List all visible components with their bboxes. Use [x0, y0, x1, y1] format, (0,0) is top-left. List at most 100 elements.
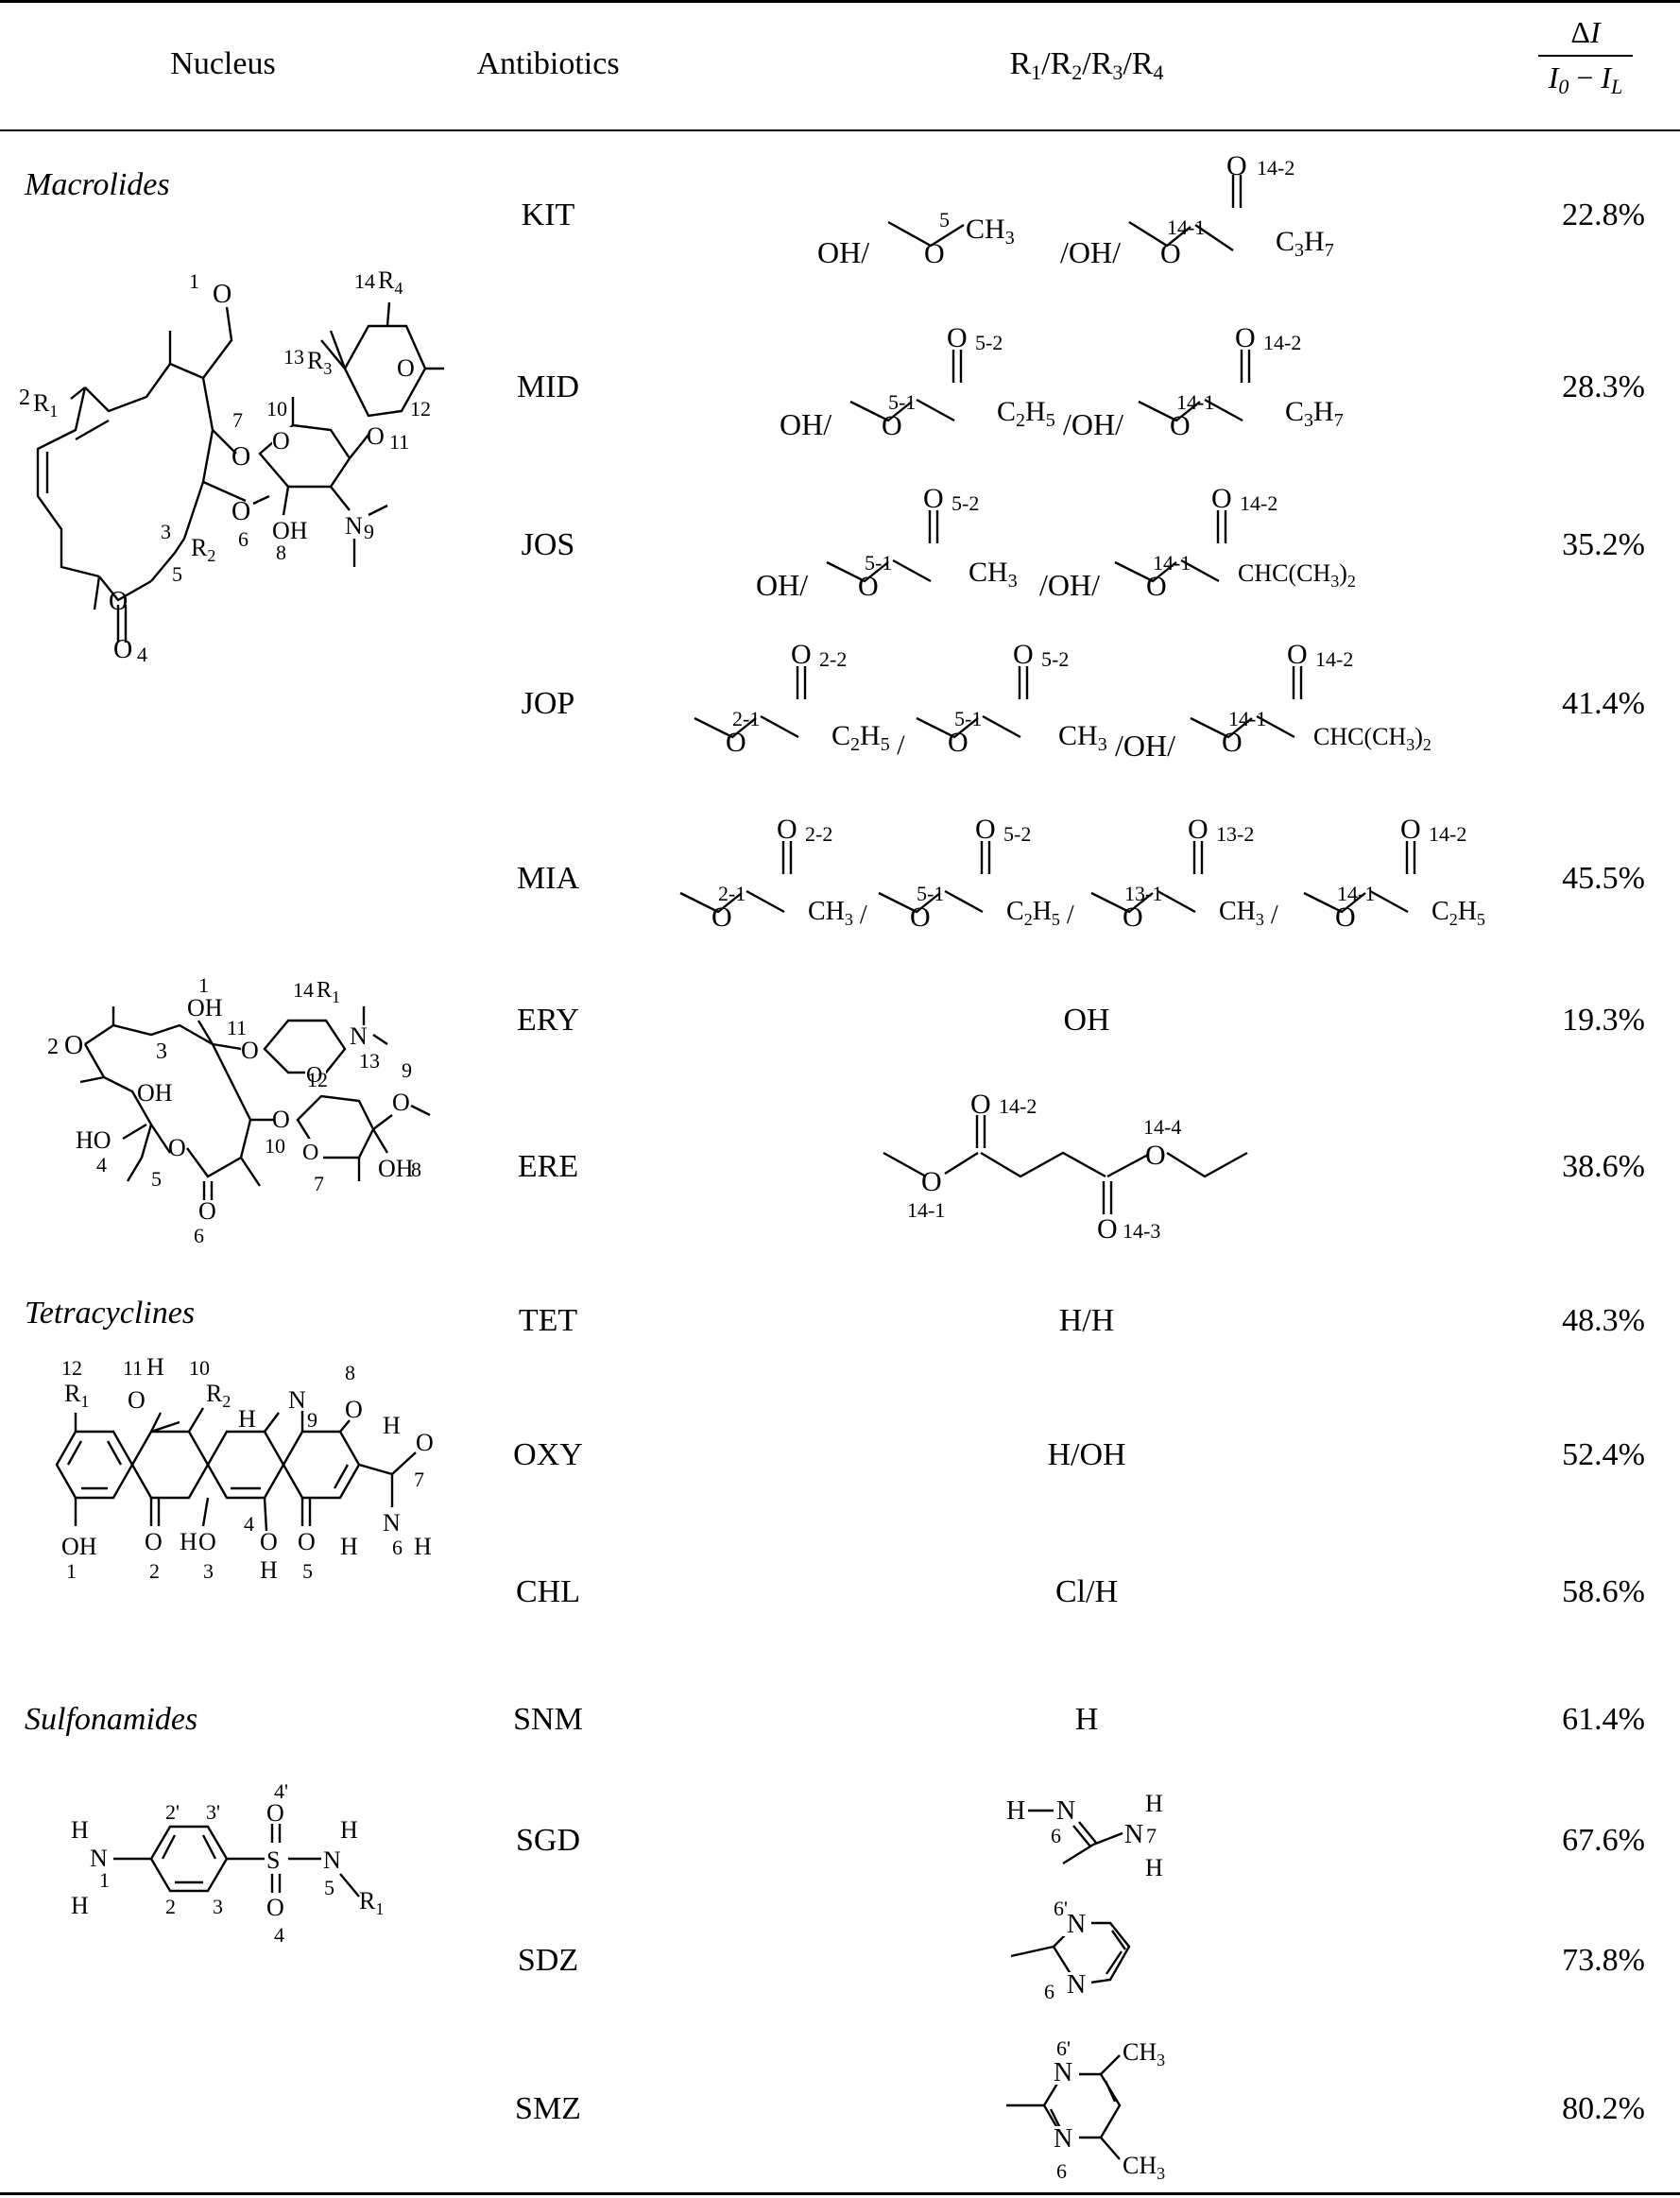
header-antibiotics: Antibiotics — [476, 46, 620, 81]
svg-text:O: O — [260, 1528, 278, 1555]
svg-text:5-1: 5-1 — [888, 390, 916, 414]
svg-text:O: O — [1145, 1140, 1166, 1171]
svg-text:N: N — [383, 1509, 401, 1537]
antibiotic-smz: SMZ — [515, 2091, 581, 2126]
value-jos: 35.2% — [1562, 527, 1645, 562]
svg-text:2: 2 — [165, 1895, 176, 1918]
svg-text:O: O — [266, 1894, 284, 1921]
svg-text:S: S — [266, 1846, 280, 1874]
svg-text:OH/: OH/ — [817, 235, 869, 269]
svg-text:O: O — [882, 410, 902, 441]
svg-text:O: O — [1188, 814, 1209, 845]
svg-text:O: O — [231, 442, 250, 472]
svg-text:H: H — [1145, 1854, 1163, 1881]
svg-text:OH: OH — [272, 517, 308, 544]
svg-text:O: O — [266, 1799, 284, 1827]
svg-text:H: H — [1006, 1796, 1025, 1826]
top-rule — [0, 0, 1680, 3]
antibiotic-mid: MID — [516, 369, 580, 404]
svg-text:R3: R3 — [307, 347, 332, 378]
svg-text:14-2: 14-2 — [1263, 331, 1301, 354]
svg-text:O: O — [128, 1386, 146, 1414]
svg-text:9: 9 — [307, 1408, 317, 1432]
svg-text:5: 5 — [151, 1167, 162, 1191]
svg-text:/OH/: /OH/ — [1063, 407, 1123, 441]
svg-text:O: O — [970, 1089, 991, 1120]
svg-text:6: 6 — [1044, 1980, 1054, 2003]
svg-text:N: N — [345, 512, 363, 540]
svg-text:14-1: 14-1 — [1337, 882, 1375, 905]
svg-text:OH: OH — [378, 1155, 414, 1182]
svg-text:OH: OH — [137, 1079, 173, 1107]
svg-text:14: 14 — [293, 978, 314, 1002]
value-ery: 19.3% — [1562, 1003, 1645, 1038]
svg-text:10: 10 — [265, 1134, 285, 1158]
substituent-snm: H — [1074, 1702, 1099, 1737]
svg-text:3: 3 — [203, 1559, 214, 1583]
svg-text:3: 3 — [213, 1895, 223, 1918]
svg-text:H: H — [146, 1353, 164, 1381]
svg-text:N: N — [288, 1386, 306, 1414]
svg-text:7: 7 — [414, 1468, 424, 1491]
svg-text:O: O — [1287, 639, 1308, 670]
svg-text:O: O — [168, 1134, 186, 1161]
svg-text:13: 13 — [283, 345, 304, 369]
svg-text:O: O — [1226, 150, 1247, 181]
value-sgd: 67.6% — [1562, 1823, 1645, 1858]
svg-text:N: N — [1056, 1796, 1075, 1826]
svg-text:6: 6 — [194, 1224, 204, 1247]
svg-text:O: O — [397, 354, 415, 382]
svg-text:1: 1 — [66, 1559, 77, 1583]
svg-text:7: 7 — [232, 408, 243, 432]
svg-text:O: O — [1013, 639, 1034, 670]
svg-text:2-2: 2-2 — [805, 822, 832, 846]
svg-text:O: O — [923, 483, 944, 514]
svg-text:3': 3' — [206, 1800, 220, 1824]
antibiotic-jop: JOP — [521, 686, 575, 721]
value-sdz: 73.8% — [1562, 1943, 1645, 1978]
svg-text:5: 5 — [172, 562, 182, 586]
svg-text:H: H — [260, 1556, 278, 1584]
value-snm: 61.4% — [1562, 1702, 1645, 1737]
svg-text:CH3 /: CH3 / — [808, 897, 867, 930]
antibiotic-oxy: OXY — [513, 1437, 583, 1472]
svg-text:H: H — [414, 1533, 432, 1560]
svg-text:/OH/: /OH/ — [1039, 568, 1100, 602]
svg-text:O: O — [1400, 814, 1421, 845]
macrolide-14-nucleus-structure: 2 O 3 OH HO 4 O 5 O 6 1 OH O 11 O 10 O 1… — [47, 973, 431, 1247]
svg-text:8: 8 — [345, 1361, 355, 1384]
substituent-mia-structure: O 2-1 O 2-2 CH3 / O 5-1 O 5-2 C2H5 / O 1… — [679, 814, 1485, 933]
svg-text:H: H — [180, 1528, 197, 1555]
svg-text:R1: R1 — [317, 978, 340, 1006]
svg-text:C2H5: C2H5 — [997, 396, 1055, 431]
svg-text:6': 6' — [1056, 2036, 1071, 2060]
svg-text:O: O — [345, 1396, 363, 1423]
svg-text:4: 4 — [274, 1923, 284, 1947]
svg-text:O: O — [241, 1037, 259, 1064]
svg-text:12: 12 — [307, 1068, 328, 1091]
svg-text:H: H — [71, 1816, 89, 1844]
svg-text:O: O — [231, 497, 250, 526]
svg-text:14-3: 14-3 — [1123, 1219, 1160, 1243]
header-nucleus: Nucleus — [170, 46, 276, 81]
svg-text:O: O — [1222, 727, 1243, 758]
svg-text:2-1: 2-1 — [718, 882, 746, 905]
svg-text:CH3: CH3 — [1058, 720, 1107, 755]
svg-text:5-2: 5-2 — [975, 331, 1003, 354]
svg-text:2: 2 — [149, 1559, 160, 1583]
svg-text:O: O — [1235, 322, 1256, 353]
substituent-tet: H/H — [1058, 1303, 1115, 1338]
svg-text:O: O — [910, 902, 931, 933]
svg-text:O: O — [921, 1166, 942, 1197]
substituent-kit-structure: OH/ O 5 CH3 /OH/ O 14-1 O 14-2 C3H7 — [817, 150, 1334, 269]
svg-text:12: 12 — [61, 1356, 82, 1380]
svg-text:O: O — [975, 814, 996, 845]
antibiotic-sdz: SDZ — [517, 1943, 579, 1978]
value-ere: 38.6% — [1562, 1149, 1645, 1184]
svg-text:O: O — [367, 422, 385, 450]
svg-text:14: 14 — [354, 269, 375, 293]
svg-text:CH3: CH3 — [1123, 2038, 1165, 2069]
svg-text:4: 4 — [96, 1153, 107, 1176]
svg-text:O: O — [272, 427, 290, 455]
svg-text:2-1: 2-1 — [732, 707, 760, 730]
